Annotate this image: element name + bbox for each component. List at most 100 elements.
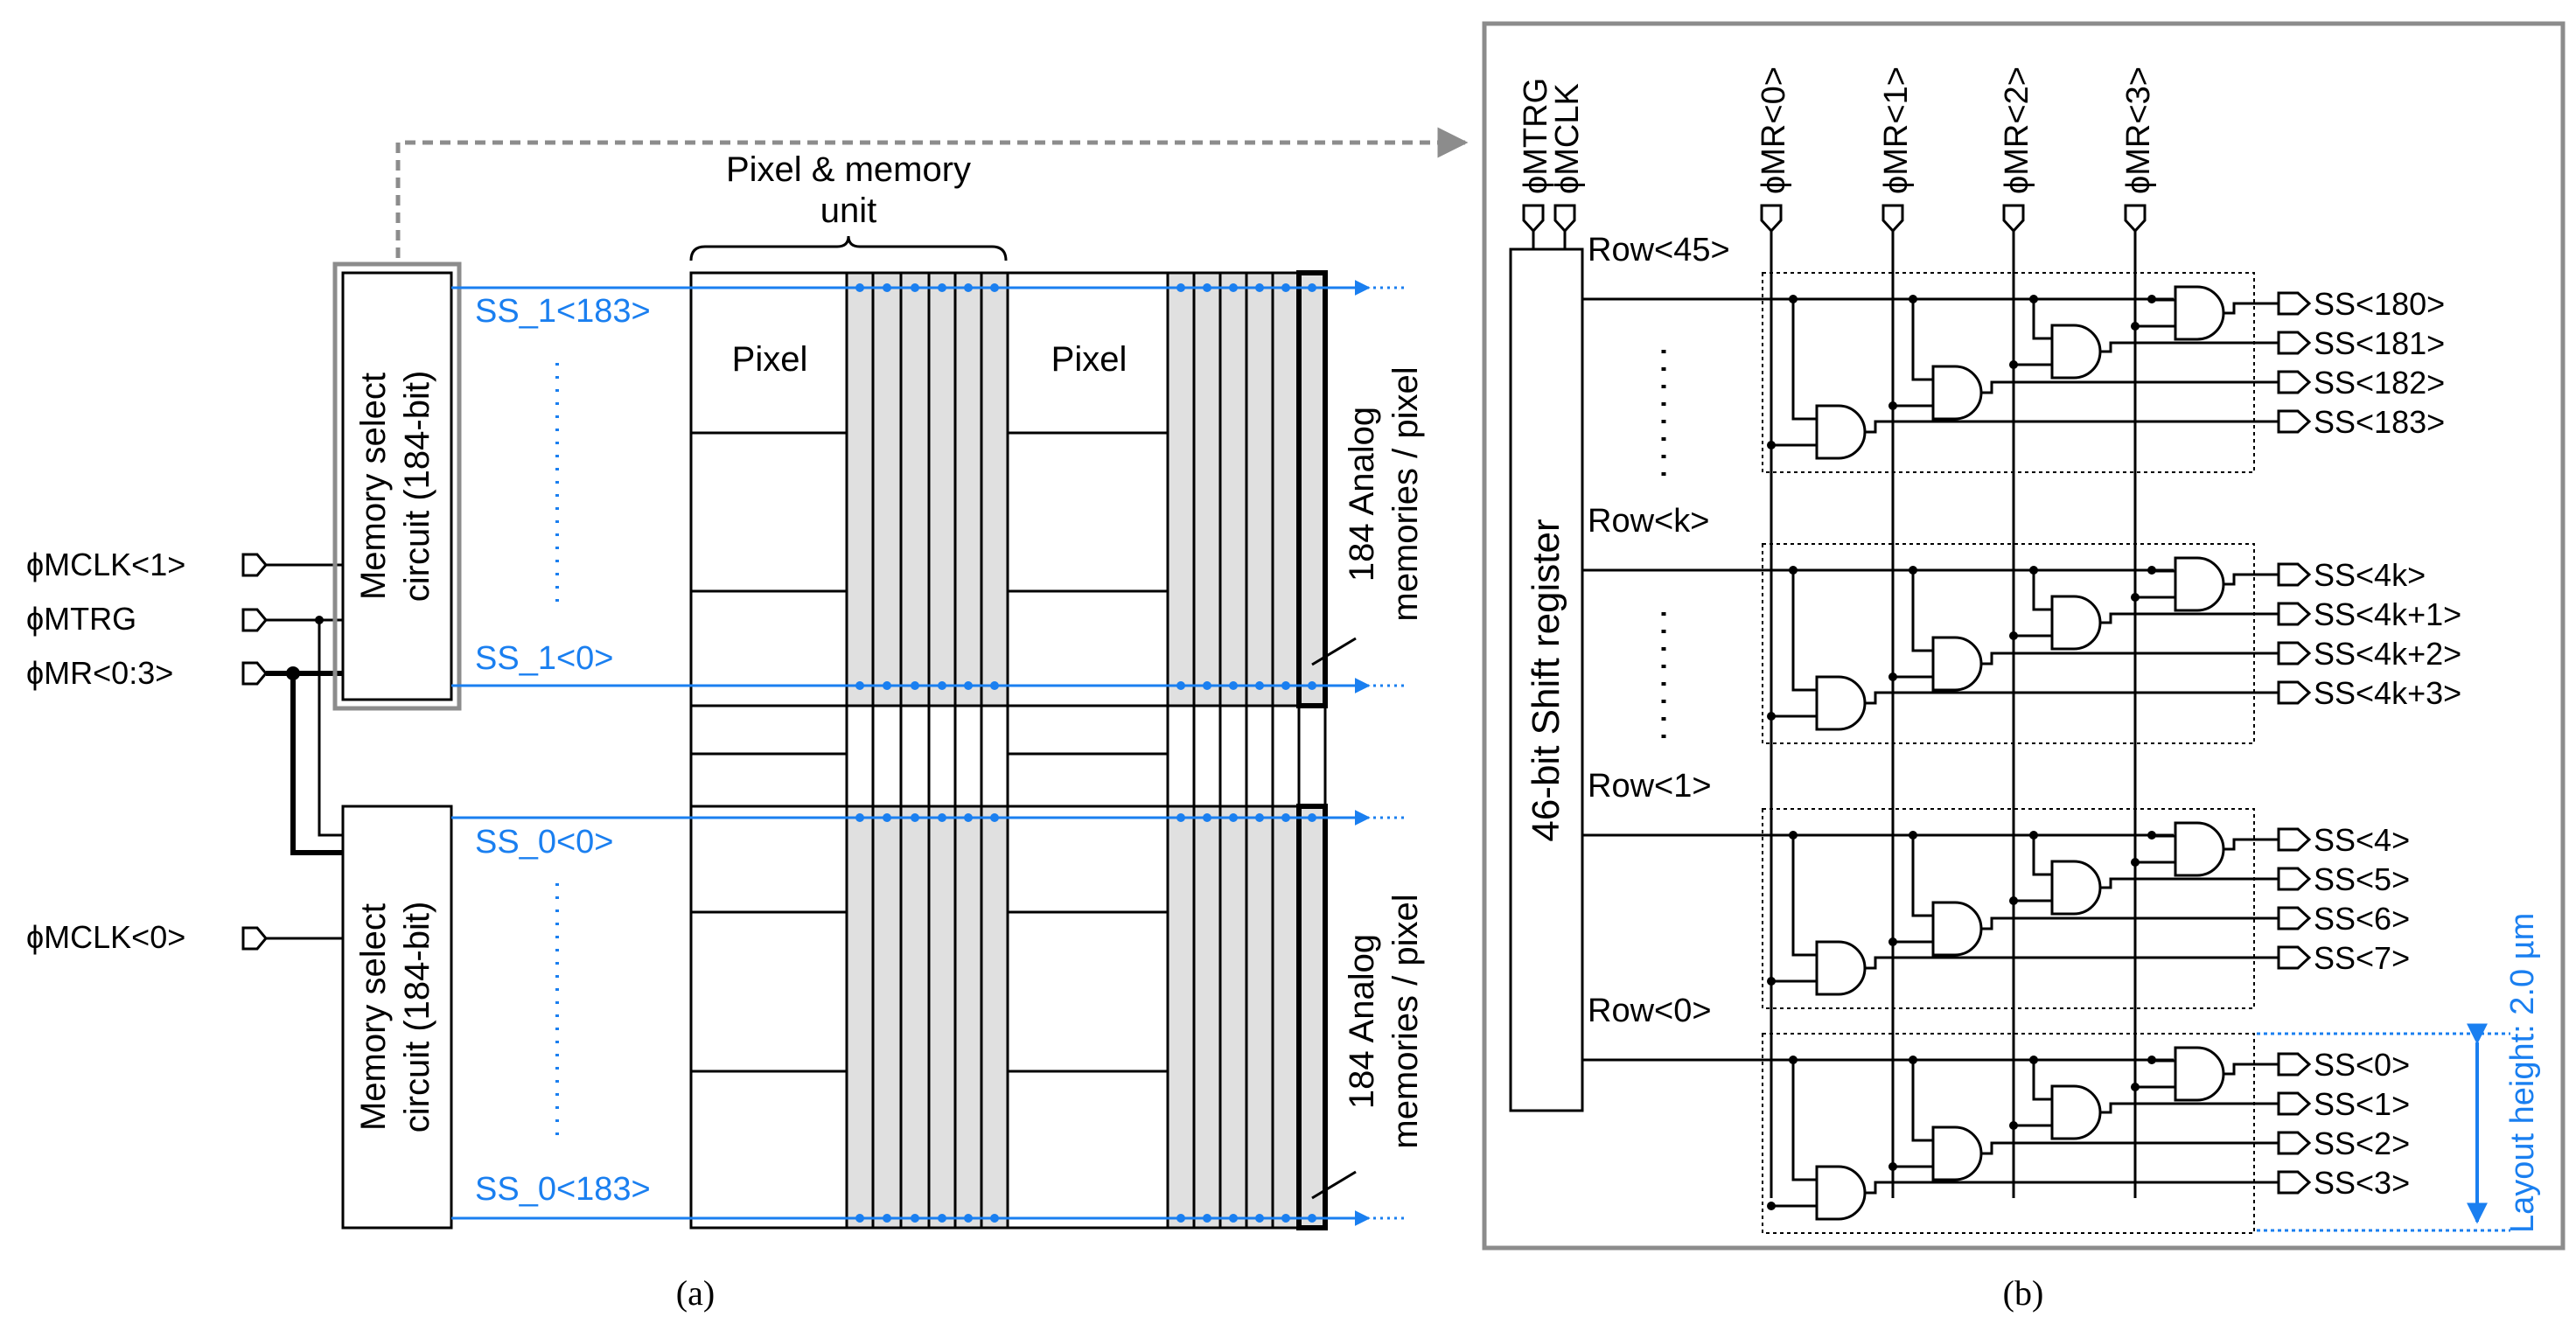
row-block: Row<0>SS<3>SS<2>SS<1>SS<0> [1582, 993, 2410, 1234]
panel-b: ϕMTRG ϕMCLK ϕMR<0> ϕMR<1> ϕMR<2> ϕMR<3> … [1482, 21, 2566, 1313]
and-gate-icon [2050, 324, 2102, 380]
pixel-label-2: Pixel [1051, 340, 1127, 379]
and-gate-icon [2050, 860, 2102, 916]
input-pin-mclk0: ϕMCLK<0> [26, 919, 343, 955]
input-pin-mtrg: ϕMTRG [26, 601, 343, 837]
output-pin-icon [2277, 906, 2312, 930]
output-label: SS<1> [2314, 1086, 2410, 1122]
output-label: SS<4k+2> [2314, 636, 2461, 672]
output-pin-icon [2277, 867, 2312, 891]
leader-line [1311, 637, 1357, 666]
output-label: SS<4k+1> [2314, 596, 2461, 632]
output-pin-icon [2277, 1170, 2312, 1195]
output-pin-icon [2277, 409, 2312, 434]
and-gate-icon [1931, 901, 1983, 957]
and-gate-icon [1931, 636, 1983, 692]
output-pin-icon [2277, 602, 2312, 626]
pin-icon [241, 661, 268, 686]
and-gate-icon [2174, 1046, 2225, 1102]
unit-label-line1: Pixel & memory [726, 150, 971, 189]
output-label: SS<181> [2314, 325, 2445, 361]
panel-b-frame [1482, 21, 2566, 1251]
memory-select-bottom-line1: Memory select [354, 903, 393, 1131]
output-pin-icon [2277, 291, 2312, 316]
row-label: Row<1> [1588, 768, 1712, 805]
top-input-mtrg: ϕMTRG [1518, 78, 1554, 194]
pixel-label-1: Pixel [732, 340, 808, 379]
and-gate-icon [2174, 285, 2225, 341]
input-label-mr: ϕMR<0:3> [26, 655, 173, 691]
and-gate-icon [2174, 556, 2225, 612]
and-gate-icon [2050, 1084, 2102, 1140]
output-pin-icon [2277, 827, 2312, 852]
caption-a: (a) [676, 1273, 715, 1313]
analog-bottom-line2: memories / pixel [1386, 894, 1425, 1148]
shift-register-label: 46-bit Shift register [1525, 519, 1567, 841]
output-label: SS<4k+3> [2314, 675, 2461, 711]
row-block: Row<45> SS<183>SS<182> SS<181>SS<180> [1582, 232, 2445, 473]
top-input-mr0: ϕMR<0> [1756, 66, 1792, 194]
select-lines: SS_1<183> SS_1<0> SS_0<0> SS_0<183> [451, 280, 1404, 1226]
input-pin-mclk1: ϕMCLK<1> [26, 547, 343, 582]
and-gate-icon [1815, 940, 1867, 996]
and-gate-icon [1815, 404, 1867, 460]
output-pin-icon [2277, 680, 2312, 705]
output-pin-icon [2277, 562, 2312, 587]
pin-icon [241, 926, 268, 951]
top-input-mr2: ϕMR<2> [1999, 66, 2035, 194]
output-label: SS<2> [2314, 1125, 2410, 1161]
and-gate-icon [1931, 1125, 1983, 1181]
output-label: SS<7> [2314, 940, 2410, 976]
analog-top-line1: 184 Analog [1343, 407, 1381, 582]
memory-select-bottom [341, 805, 453, 1230]
output-label: SS<180> [2314, 286, 2445, 322]
top-pins [1522, 204, 2147, 249]
panel-a: ϕMCLK<1> ϕMTRG ϕMR<0:3> ϕMCLK<0> Memory … [26, 127, 1469, 1313]
input-label-mclk0: ϕMCLK<0> [26, 919, 185, 955]
pixel-array: Pixel Pixel [689, 270, 1328, 1230]
memory-select-highlight [332, 261, 462, 711]
row-label: Row<45> [1588, 232, 1730, 268]
output-label: SS<183> [2314, 404, 2445, 440]
input-pin-mr: ϕMR<0:3> [26, 655, 343, 855]
row-label: Row<k> [1588, 503, 1709, 540]
output-pin-icon [2277, 1091, 2312, 1116]
memory-select-top-line1: Memory select [354, 373, 393, 600]
caption-b: (b) [2003, 1273, 2044, 1313]
output-pin-icon [2277, 1052, 2312, 1077]
output-label: SS<0> [2314, 1047, 2410, 1083]
output-label: SS<182> [2314, 365, 2445, 401]
output-label: SS<4> [2314, 822, 2410, 858]
unit-label-line2: unit [820, 192, 877, 230]
and-gate-icon [1931, 365, 1983, 421]
output-label: SS<3> [2314, 1165, 2410, 1201]
shift-register [1509, 247, 1584, 1112]
output-label: SS<4k> [2314, 557, 2426, 593]
analog-top-line2: memories / pixel [1386, 366, 1425, 621]
row-block: Row<k> SS<4k+3>SS<4k+2> SS<4k+1>SS<4k> [1582, 503, 2461, 744]
pin-icon [241, 608, 268, 632]
callout-arrow [395, 127, 1469, 258]
pin-icon [241, 553, 268, 577]
output-pin-icon [2277, 945, 2312, 970]
input-label-mtrg: ϕMTRG [26, 601, 136, 637]
signal-ss0-top: SS_0<0> [475, 824, 613, 861]
output-pin-icon [2277, 641, 2312, 666]
input-label-mclk1: ϕMCLK<1> [26, 547, 185, 582]
and-gate-icon [2050, 595, 2102, 651]
and-gate-icon [2174, 821, 2225, 877]
and-gate-icon [1815, 675, 1867, 731]
top-input-mclk: ϕMCLK [1549, 83, 1586, 194]
memory-select-top-line2: circuit (184-bit) [398, 371, 436, 603]
memory-select-top [341, 271, 453, 701]
row-block: Row<1>SS<7>SS<6>SS<5>SS<4> [1582, 768, 2410, 1009]
and-gate-icon [1815, 1165, 1867, 1221]
output-pin-icon [2277, 1131, 2312, 1155]
output-label: SS<6> [2314, 901, 2410, 937]
leader-line [1311, 1170, 1357, 1200]
output-pin-icon [2277, 370, 2312, 394]
top-input-mr3: ϕMR<3> [2120, 66, 2157, 194]
analog-bottom-line1: 184 Analog [1343, 934, 1381, 1109]
signal-ss1-top: SS_1<183> [475, 293, 651, 330]
output-pin-icon [2277, 331, 2312, 355]
